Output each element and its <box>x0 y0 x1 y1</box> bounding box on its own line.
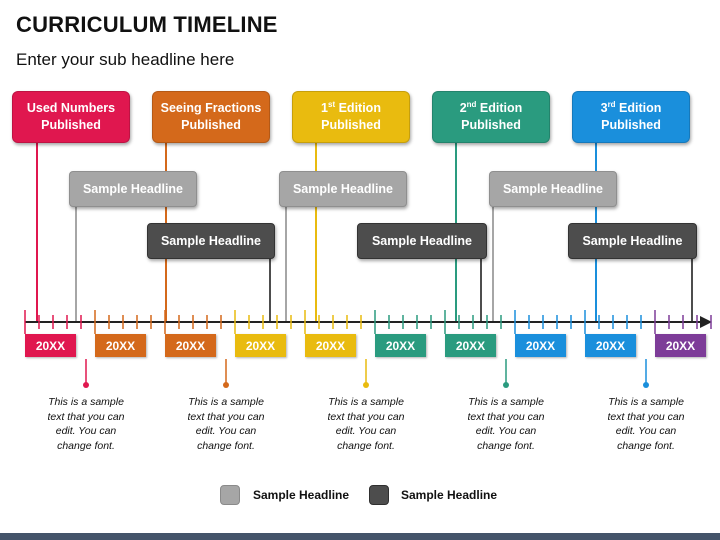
description-text: This is a sample text that you can edit.… <box>31 395 141 453</box>
description-line: edit. You can <box>475 425 537 437</box>
legend-swatch-light <box>220 485 240 505</box>
axis-arrowhead <box>700 316 712 328</box>
year-badge: 20XX <box>515 334 566 357</box>
description-connector-dot <box>83 382 89 388</box>
timeline-axis <box>24 310 712 334</box>
description-line: edit. You can <box>55 425 117 437</box>
year-badge: 20XX <box>655 334 706 357</box>
description-connectors <box>83 359 649 388</box>
description-text: This is a sample text that you can edit.… <box>311 395 421 453</box>
description-line: This is a sample <box>188 396 264 408</box>
milestone-used-numbers: Used Numbers Published <box>12 91 130 143</box>
description-line: This is a sample <box>608 396 684 408</box>
milestone-edition-line: 3rd Edition <box>600 99 662 115</box>
description-line: This is a sample <box>468 396 544 408</box>
milestone-first-edition: 1st Edition Published <box>292 91 410 143</box>
description-line: This is a sample <box>48 396 124 408</box>
legend-label-dark: Sample Headline <box>401 488 498 502</box>
description-line: text that you can <box>47 410 125 423</box>
description-text: This is a sample text that you can edit.… <box>451 395 561 453</box>
page-title: CURRICULUM TIMELINE <box>16 12 278 37</box>
milestone-status-line: Published <box>41 118 101 132</box>
description-connector-dot <box>503 382 509 388</box>
description-line: This is a sample <box>328 396 404 408</box>
dark-headline-box: Sample Headline <box>568 223 697 259</box>
milestone-title-line: Seeing Fractions <box>160 101 262 115</box>
description-line: edit. You can <box>615 425 677 437</box>
year-badge: 20XX <box>235 334 286 357</box>
milestone-seeing-fractions: Seeing Fractions Published <box>152 91 270 143</box>
legend-swatch-dark <box>369 485 389 505</box>
description-line: change font. <box>57 439 115 452</box>
description-line: text that you can <box>607 410 685 423</box>
year-badge: 20XX <box>445 334 496 357</box>
light-headline-box: Sample Headline <box>69 171 197 207</box>
milestone-status-line: Published <box>321 118 381 132</box>
year-badge: 20XX <box>375 334 426 357</box>
connector-lines <box>36 143 693 322</box>
description-line: edit. You can <box>195 425 257 437</box>
year-badge: 20XX <box>95 334 146 357</box>
light-headline-box: Sample Headline <box>489 171 617 207</box>
description-line: text that you can <box>327 410 405 423</box>
milestone-edition-line: 1st Edition <box>321 99 381 115</box>
description-line: change font. <box>197 439 255 452</box>
dark-headline-box: Sample Headline <box>357 223 487 259</box>
description-text: This is a sample text that you can edit.… <box>591 395 701 453</box>
description-connector-dot <box>643 382 649 388</box>
footer-bar <box>0 533 720 540</box>
description-line: text that you can <box>467 410 545 423</box>
description-line: text that you can <box>187 410 265 423</box>
description-text: This is a sample text that you can edit.… <box>171 395 281 453</box>
description-line: change font. <box>337 439 395 452</box>
milestone-title-line: Used Numbers <box>26 101 116 115</box>
milestone-status-line: Published <box>461 118 521 132</box>
milestone-second-edition: 2nd Edition Published <box>432 91 550 143</box>
year-badge: 20XX <box>585 334 636 357</box>
year-badge: 20XX <box>165 334 216 357</box>
light-headline-box: Sample Headline <box>279 171 407 207</box>
description-connector-dot <box>363 382 369 388</box>
description-line: change font. <box>477 439 535 452</box>
description-line: edit. You can <box>335 425 397 437</box>
year-badge: 20XX <box>305 334 356 357</box>
year-badge: 20XX <box>25 334 76 357</box>
description-connector-dot <box>223 382 229 388</box>
dark-headline-box: Sample Headline <box>147 223 275 259</box>
milestone-edition-line: 2nd Edition <box>459 99 523 115</box>
description-line: change font. <box>617 439 675 452</box>
page-subtitle: Enter your sub headline here <box>16 50 235 69</box>
milestone-third-edition: 3rd Edition Published <box>572 91 690 143</box>
milestone-status-line: Published <box>181 118 241 132</box>
milestone-status-line: Published <box>601 118 661 132</box>
legend-label-light: Sample Headline <box>253 488 350 502</box>
